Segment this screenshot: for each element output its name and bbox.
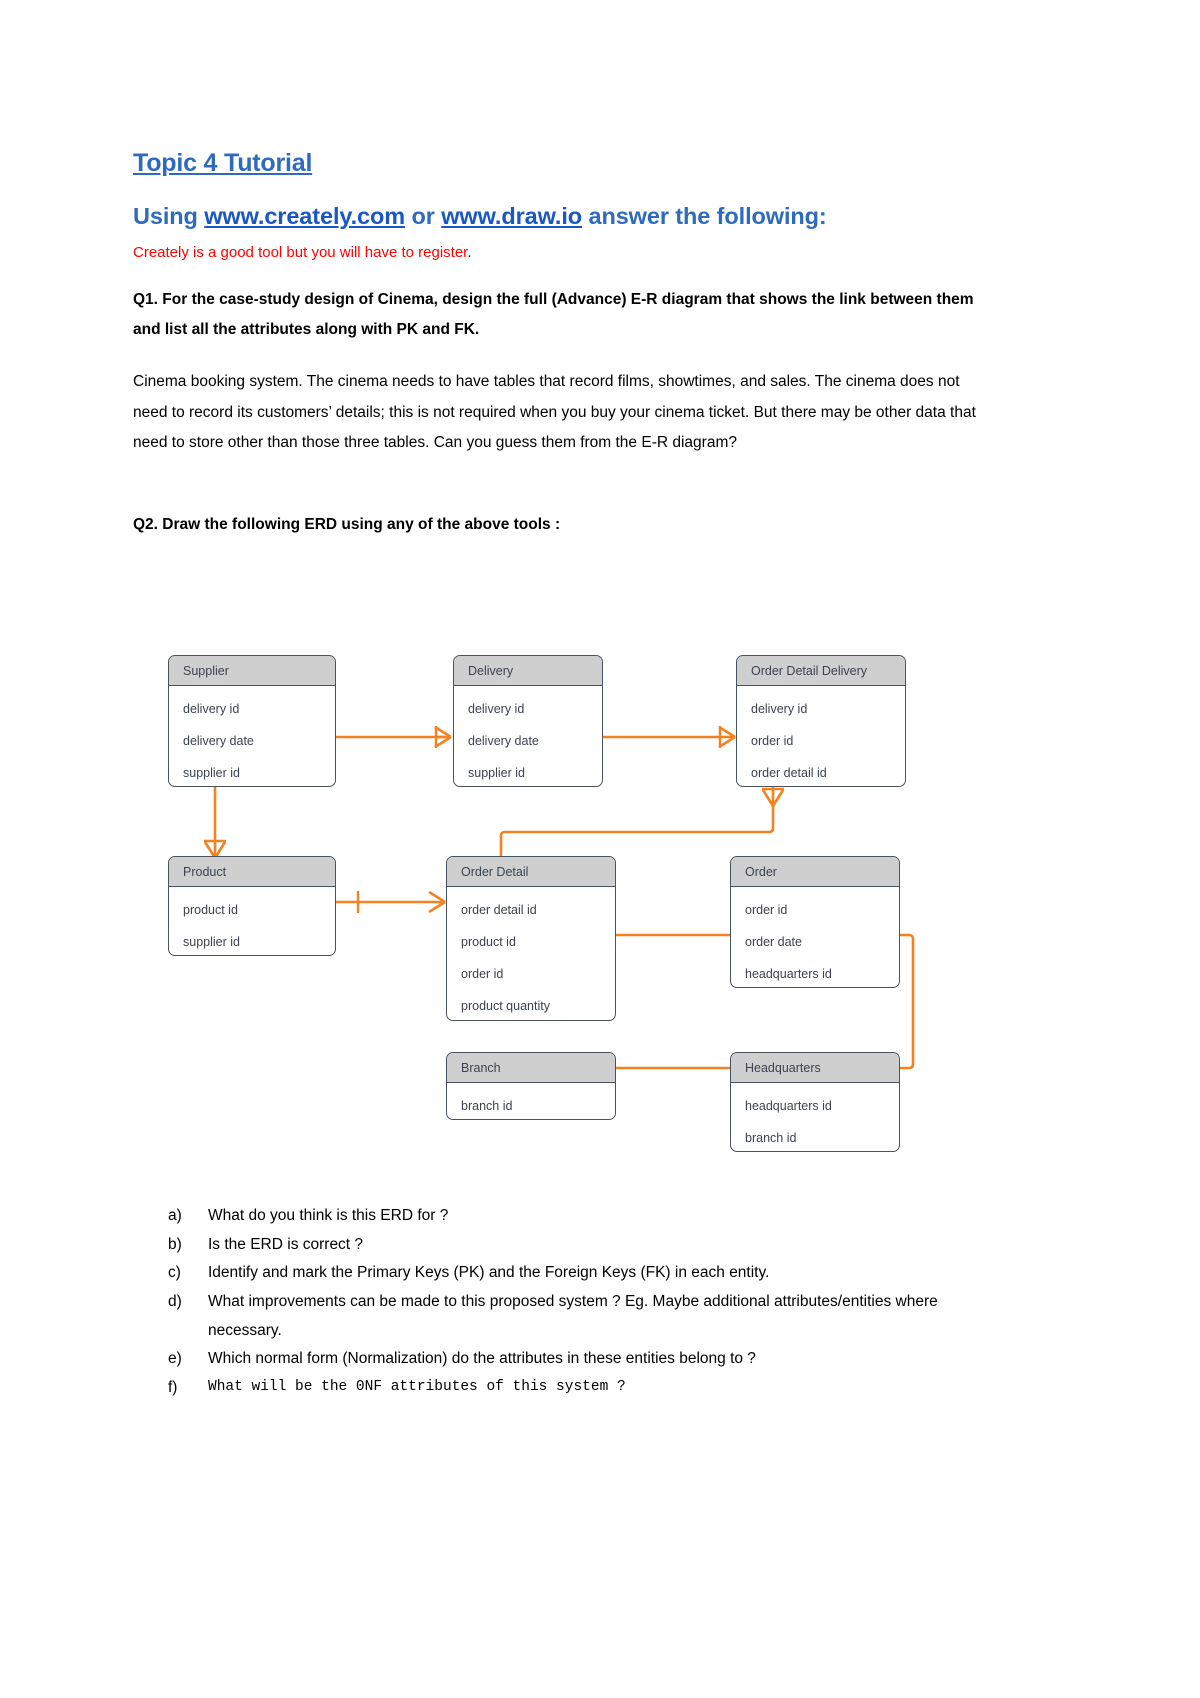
attribute: order id [751,734,794,748]
list-item: a) What do you think is this ERD for ? [168,1202,958,1231]
list-text: What will be the 0NF attributes of this … [208,1379,626,1396]
attribute: product id [183,903,238,917]
list-item: b) Is the ERD is correct ? [168,1231,958,1260]
attribute: supplier id [183,766,240,780]
document-body: Topic 4 Tutorial Using www.creately.com … [133,0,993,540]
list-marker: d) [168,1293,182,1311]
subheading-lead: Using [133,203,205,230]
list-text: What do you think is this ERD for ? [208,1207,449,1224]
entity-branch-attributes: branch id [447,1083,615,1119]
register-note-period: . [467,243,472,261]
attribute: headquarters id [745,1099,832,1113]
attribute: delivery date [468,734,539,748]
list-marker: b) [168,1235,182,1253]
subheading-tail: answer the following: [582,203,827,230]
list-marker: c) [168,1264,181,1282]
question-2: Q2. Draw the following ERD using any of … [133,516,561,534]
attribute: supplier id [468,766,525,780]
list-text: Is the ERD is correct ? [208,1235,364,1253]
entity-order[interactable]: Order order id order date headquarters i… [730,856,900,988]
attribute: supplier id [183,935,240,949]
attribute: order id [461,967,504,981]
attribute: branch id [745,1131,797,1145]
link-order-headquarters [871,933,915,1070]
list-item: e) Which normal form (Normalization) do … [168,1345,958,1374]
entity-product-title: Product [169,857,335,887]
entity-delivery-attributes: delivery id delivery date supplier id [454,686,602,786]
attribute: order id [745,903,788,917]
attribute: delivery id [751,702,808,716]
attribute: product quantity [461,999,550,1013]
list-item: d) What improvements can be made to this… [168,1288,958,1345]
attribute: delivery id [468,702,525,716]
list-text: Identify and mark the Primary Keys (PK) … [208,1264,770,1282]
register-note: Creately is a good tool but you will hav… [133,233,993,263]
attribute: product id [461,935,516,949]
entity-product-attributes: product id supplier id [169,887,335,955]
list-item: f) What will be the 0NF attributes of th… [168,1374,958,1403]
entity-branch-title: Branch [447,1053,615,1083]
entity-order-detail-attributes: order detail id product id order id prod… [447,887,615,1020]
register-note-text: Creately is a good tool but you will hav… [133,243,468,261]
entity-delivery-title: Delivery [454,656,602,686]
list-item: c) Identify and mark the Primary Keys (P… [168,1259,958,1288]
entity-branch[interactable]: Branch branch id [446,1052,616,1120]
list-marker: e) [168,1350,182,1368]
list-marker: a) [168,1207,182,1224]
attribute: order date [745,935,802,949]
entity-order-detail-delivery-attributes: delivery id order id order detail id [737,686,905,786]
entity-order-detail-delivery-title: Order Detail Delivery [737,656,905,686]
page-title: Topic 4 Tutorial [133,149,313,177]
subheading-mid: or [405,203,442,230]
entity-delivery[interactable]: Delivery delivery id delivery date suppl… [453,655,603,787]
subheading: Using www.creately.com or www.draw.io an… [133,179,993,233]
entity-order-detail-title: Order Detail [447,857,615,887]
attribute: delivery id [183,702,240,716]
erd-diagram: Supplier delivery id delivery date suppl… [133,630,1013,1190]
entity-order-detail[interactable]: Order Detail order detail id product id … [446,856,616,1021]
question-list: a) What do you think is this ERD for ? b… [168,1202,958,1403]
attribute: delivery date [183,734,254,748]
drawio-link[interactable]: www.draw.io [441,203,583,230]
entity-headquarters-title: Headquarters [731,1053,899,1083]
question-1: Q1. For the case-study design of Cinema,… [133,290,974,339]
creately-link[interactable]: www.creately.com [204,203,406,230]
entity-supplier-title: Supplier [169,656,335,686]
entity-order-title: Order [731,857,899,887]
question-1-body: Cinema booking system. The cinema needs … [133,373,976,451]
entity-order-attributes: order id order date headquarters id [731,887,899,987]
entity-supplier[interactable]: Supplier delivery id delivery date suppl… [168,655,336,787]
attribute: order detail id [751,766,827,780]
entity-supplier-attributes: delivery id delivery date supplier id [169,686,335,786]
attribute: branch id [461,1099,513,1113]
entity-order-detail-delivery[interactable]: Order Detail Delivery delivery id order … [736,655,906,787]
erd-connectors [203,725,915,1080]
list-text: What improvements can be made to this pr… [208,1293,938,1339]
entity-headquarters-attributes: headquarters id branch id [731,1083,899,1151]
entity-product[interactable]: Product product id supplier id [168,856,336,956]
list-text: Which normal form (Normalization) do the… [208,1350,756,1368]
attribute: headquarters id [745,967,832,981]
entity-headquarters[interactable]: Headquarters headquarters id branch id [730,1052,900,1152]
list-marker: f) [168,1379,178,1397]
attribute: order detail id [461,903,537,917]
